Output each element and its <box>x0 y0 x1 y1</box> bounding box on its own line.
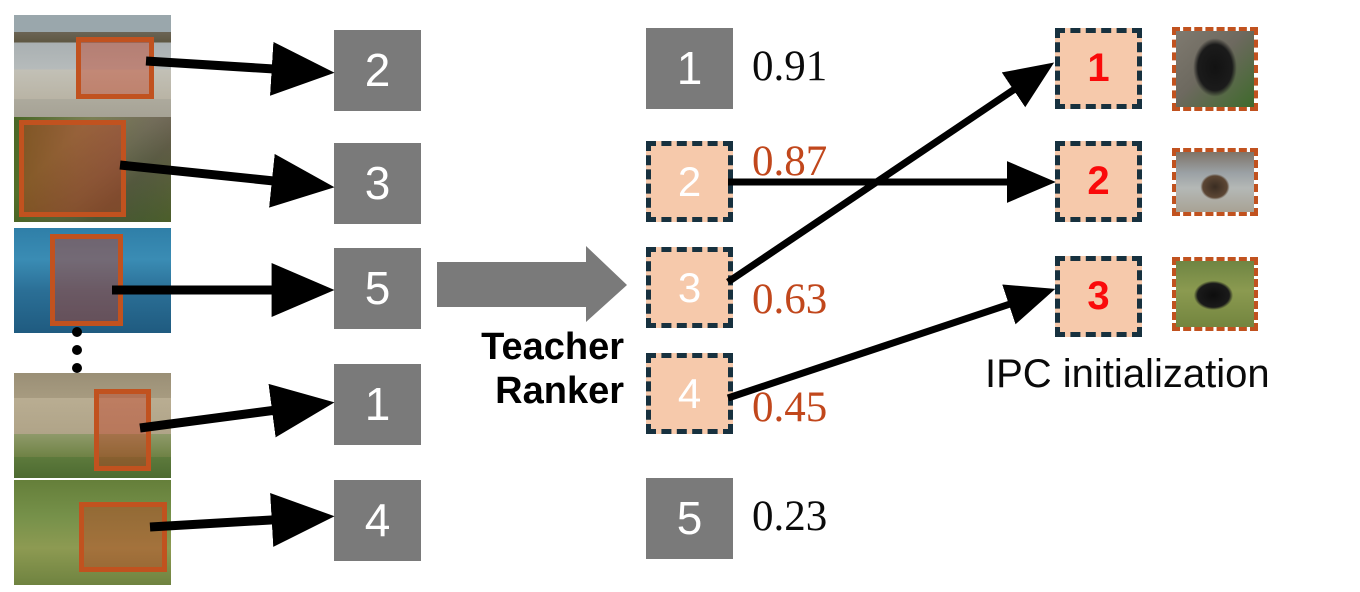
bounding-box-overlay <box>76 37 154 99</box>
score-1: 0.91 <box>752 43 828 90</box>
score-3: 0.63 <box>752 276 828 323</box>
source-image-bear-in-grass <box>14 480 171 585</box>
ipc-initialization-label: IPC initialization <box>985 352 1270 396</box>
ipc-slot-3: 3 <box>1055 256 1142 337</box>
ipc-slot-2: 2 <box>1055 141 1142 222</box>
input-rank-box-1: 2 <box>334 30 421 111</box>
score-2: 0.87 <box>752 138 828 185</box>
ranked-box-5: 5 <box>646 478 733 559</box>
bounding-box-overlay <box>79 502 167 572</box>
bounding-box-overlay <box>50 234 123 326</box>
ranked-box-3: 3 <box>646 247 733 328</box>
ipc-slot-1: 1 <box>1055 28 1142 109</box>
ipc-thumbnail-bear <box>1172 257 1258 331</box>
ranked-box-1: 1 <box>646 28 733 109</box>
vertical-ellipsis <box>72 327 82 381</box>
source-image-dolphin-in-water <box>14 228 171 333</box>
source-image-monkey-on-rock <box>14 117 171 222</box>
ranked-box-2: 2 <box>646 141 733 222</box>
score-5: 0.23 <box>752 493 828 540</box>
input-rank-box-3: 5 <box>334 248 421 329</box>
ipc-thumbnail-monkey <box>1172 27 1258 111</box>
ranked-box-4: 4 <box>646 353 733 434</box>
teacher-ranker-label: Teacher Ranker <box>481 326 624 412</box>
input-rank-box-5: 4 <box>334 480 421 561</box>
score-4: 0.45 <box>752 384 828 431</box>
input-rank-box-2: 3 <box>334 143 421 224</box>
input-rank-box-4: 1 <box>334 364 421 445</box>
rank-to-ipc-arrows <box>726 62 1056 402</box>
bounding-box-overlay <box>94 389 151 471</box>
bounding-box-overlay <box>19 120 126 217</box>
ipc-thumbnail-turnstone <box>1172 148 1258 216</box>
teacher-ranker-stage-arrow <box>437 246 627 322</box>
source-image-bird-at-pond <box>14 373 171 478</box>
source-image-turnstone-on-shore <box>14 15 171 120</box>
